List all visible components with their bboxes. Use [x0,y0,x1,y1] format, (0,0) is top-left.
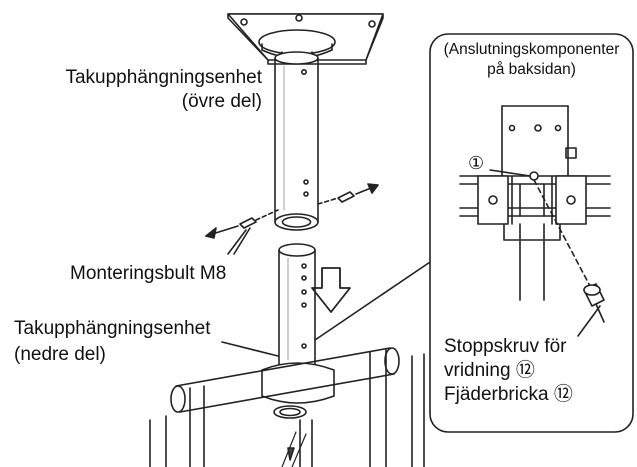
spring-washer-label: Fjäderbricka ⑫ [444,384,573,405]
callout-1-label: ① [468,153,485,173]
lower-unit-sub-label: (nedre del) [14,344,106,365]
bolts [205,183,379,255]
ceiling-plate [227,13,384,65]
bolt-label: Monteringsbult M8 [70,263,227,284]
down-arrow [311,267,351,313]
upper-tube [274,51,319,231]
upper-unit-sub-label: (övre del) [181,91,262,112]
inset-panel [429,33,634,433]
stop-screw-label-line-1: Stoppskruv för [444,336,567,357]
stop-screw-label-line-2: vridning ⑫ [444,360,535,381]
inset-title-line-1: (Anslutningskomponenter [443,41,620,58]
inset-title-line-2: på baksidan) [487,61,576,78]
upper-unit-label: Takupphängningsenhet [65,67,262,88]
lower-frame [149,347,425,467]
lower-unit-label: Takupphängningsenhet [14,318,211,339]
lower-tube [278,243,316,373]
